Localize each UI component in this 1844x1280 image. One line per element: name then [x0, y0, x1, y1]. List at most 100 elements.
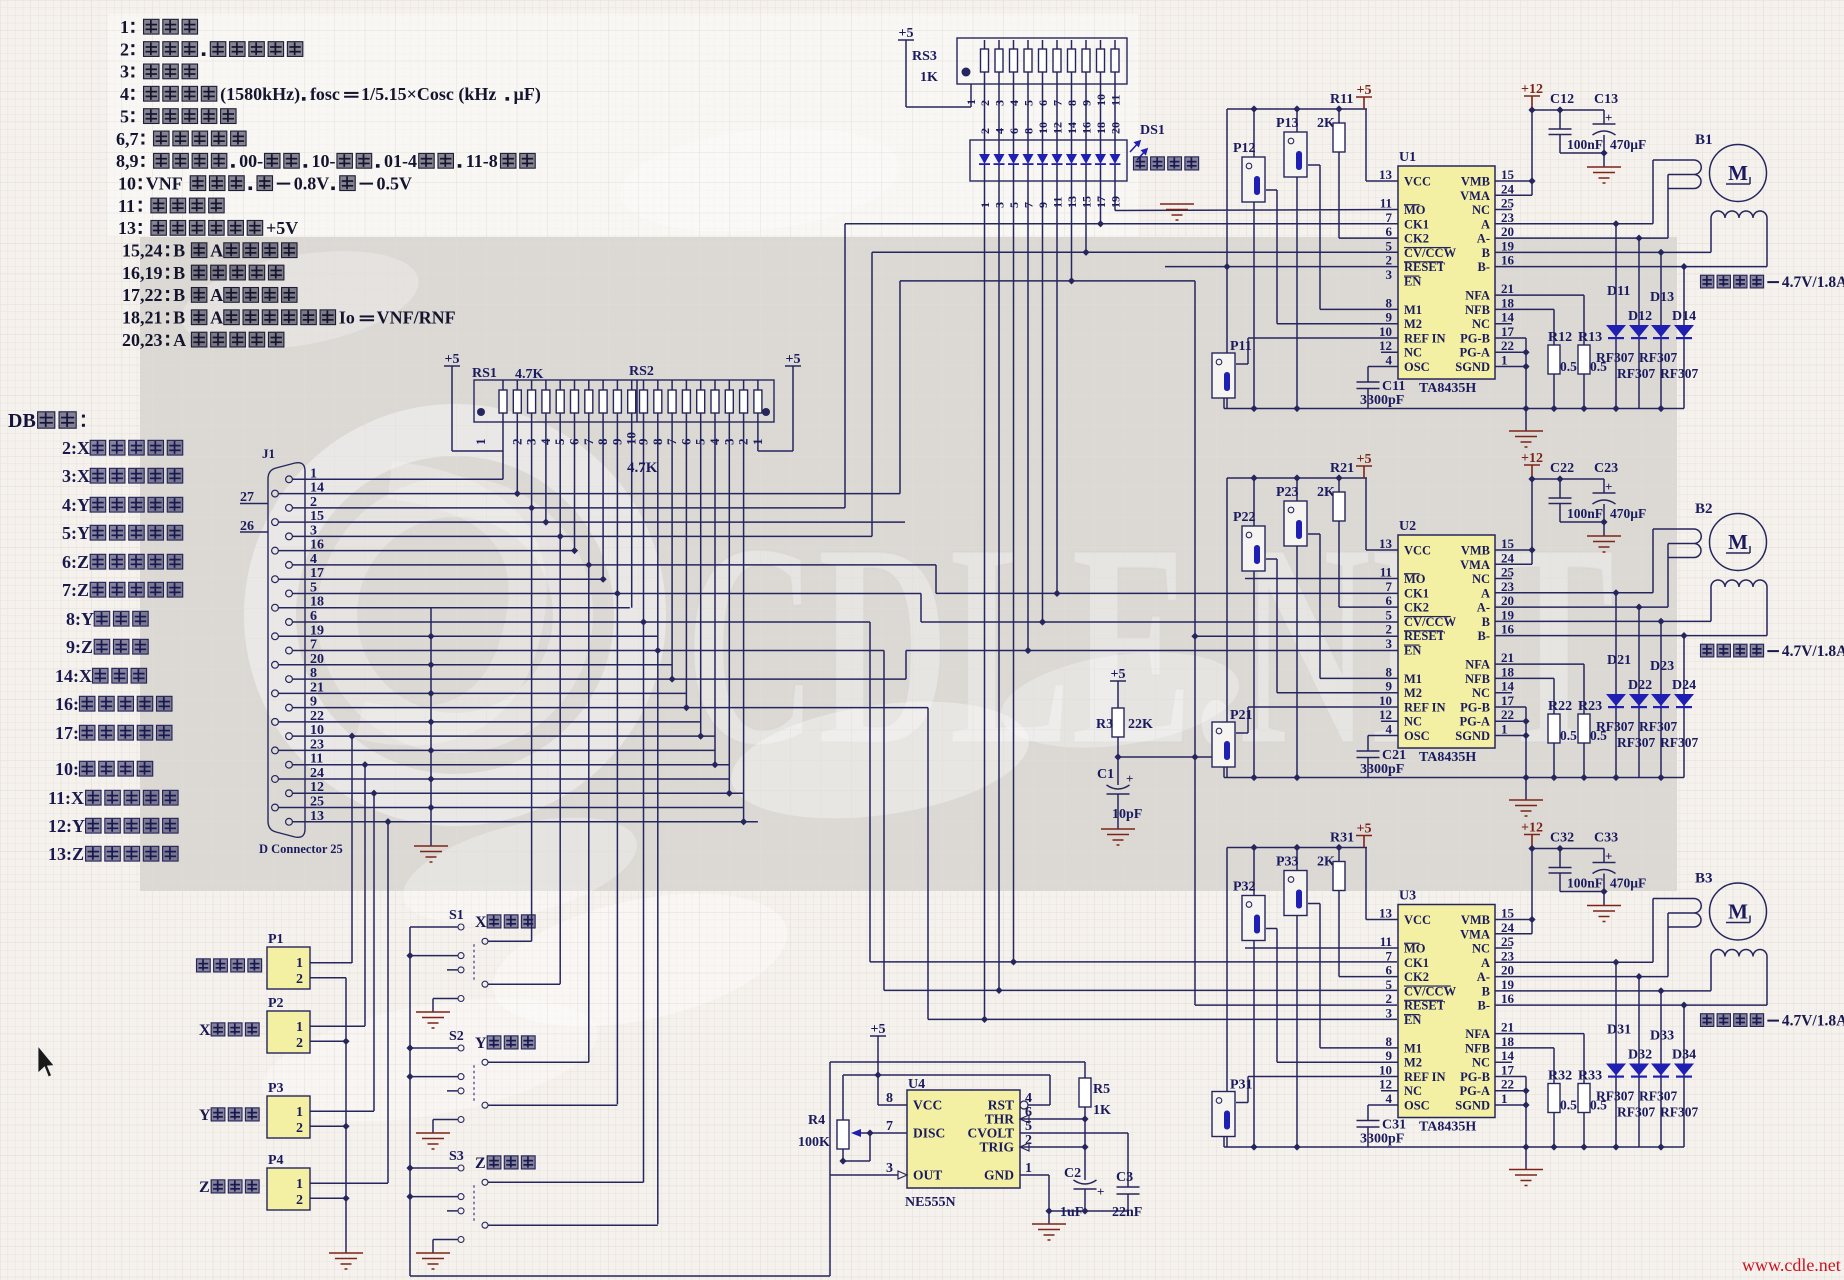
svg-text:2: 2 [1386, 991, 1393, 1006]
svg-text:4.7K: 4.7K [627, 460, 658, 476]
svg-text:10:: 10: [55, 759, 79, 779]
svg-text:2: 2 [1025, 1133, 1032, 1148]
svg-text:7: 7 [886, 1119, 893, 1134]
svg-text:13: 13 [1379, 167, 1393, 182]
svg-text:A-: A- [1477, 232, 1490, 246]
svg-text:12: 12 [310, 780, 324, 795]
svg-text:VMB: VMB [1461, 544, 1490, 558]
svg-text:+5: +5 [445, 352, 460, 367]
svg-text:01-4: 01-4 [384, 151, 417, 171]
svg-text:RESET: RESET [1404, 999, 1446, 1013]
svg-text:4: 4 [1386, 353, 1393, 368]
svg-text:5: 5 [552, 438, 567, 445]
svg-text:11: 11 [1380, 565, 1392, 580]
svg-text:M1: M1 [1404, 1041, 1422, 1055]
svg-text:+: + [1126, 771, 1133, 786]
svg-text:1: 1 [296, 1020, 303, 1035]
svg-text:D32: D32 [1628, 1048, 1652, 1063]
svg-text:U4: U4 [908, 1077, 925, 1092]
svg-text:1: 1 [750, 439, 765, 446]
svg-text:RST: RST [988, 1098, 1014, 1113]
svg-text:14:X: 14:X [55, 666, 92, 686]
svg-text:VMA: VMA [1460, 189, 1490, 203]
svg-text:10: 10 [1379, 1062, 1392, 1077]
svg-text:C22: C22 [1550, 461, 1574, 476]
svg-text:J1: J1 [262, 446, 275, 461]
svg-text:A: A [173, 330, 186, 350]
svg-text:PG-B: PG-B [1460, 700, 1490, 714]
svg-text:B-: B- [1478, 999, 1491, 1013]
svg-text:22: 22 [1501, 707, 1514, 722]
svg-text:+5: +5 [1357, 452, 1372, 467]
svg-text:3: 3 [120, 62, 129, 82]
svg-text:GND: GND [984, 1168, 1014, 1183]
svg-text:25: 25 [1501, 565, 1515, 580]
svg-text:9: 9 [609, 438, 624, 445]
svg-text:P31: P31 [1230, 1078, 1253, 1093]
svg-text:8: 8 [595, 438, 610, 445]
svg-text:1: 1 [120, 17, 129, 37]
svg-text:13: 13 [310, 809, 324, 824]
svg-text:CK2: CK2 [1404, 970, 1429, 984]
svg-text:9: 9 [1386, 310, 1393, 325]
svg-text:M: M [1728, 530, 1748, 554]
svg-text:18: 18 [310, 595, 324, 610]
svg-text:5: 5 [1007, 202, 1021, 208]
svg-text:C32: C32 [1550, 831, 1574, 846]
svg-text:7: 7 [581, 438, 596, 445]
svg-text:0.5: 0.5 [1560, 1098, 1577, 1113]
svg-text:Z: Z [199, 1179, 210, 1196]
svg-text:100nF: 100nF [1567, 876, 1603, 891]
svg-text:U2: U2 [1399, 519, 1416, 534]
svg-text:C2: C2 [1064, 1166, 1081, 1181]
svg-text:D14: D14 [1672, 309, 1696, 324]
svg-text:22nF: 22nF [1112, 1205, 1142, 1220]
svg-text:+5: +5 [1111, 667, 1126, 682]
svg-text:3: 3 [721, 438, 736, 445]
svg-text:MO: MO [1404, 942, 1426, 956]
svg-text:2K: 2K [1317, 485, 1335, 500]
svg-text:A: A [210, 285, 223, 305]
svg-text:3: 3 [993, 100, 1007, 106]
svg-text:20: 20 [1501, 963, 1514, 978]
svg-text:A-: A- [1477, 970, 1490, 984]
svg-text:OSC: OSC [1404, 729, 1430, 743]
svg-text:1: 1 [296, 1105, 303, 1120]
svg-text:4.7V/1.8A: 4.7V/1.8A [1782, 274, 1844, 291]
svg-text:EN: EN [1404, 643, 1421, 657]
svg-text:Z: Z [475, 1155, 486, 1172]
svg-text:+: + [1605, 849, 1612, 864]
svg-text:11-8: 11-8 [466, 151, 498, 171]
svg-text:NC: NC [1472, 317, 1490, 331]
svg-text:P33: P33 [1276, 855, 1299, 870]
svg-text:P2: P2 [268, 996, 284, 1011]
svg-text:18,21: 18,21 [122, 308, 163, 328]
svg-text:R32: R32 [1548, 1069, 1572, 1084]
svg-text:1: 1 [296, 1177, 303, 1192]
svg-text:4: 4 [993, 128, 1007, 134]
svg-text:22: 22 [310, 709, 324, 724]
svg-text:TA8435H: TA8435H [1419, 750, 1476, 765]
svg-text:15,24: 15,24 [122, 241, 163, 261]
svg-text:17:: 17: [55, 723, 79, 743]
svg-text:RF307: RF307 [1617, 735, 1655, 750]
svg-text:Y: Y [199, 1107, 211, 1124]
svg-text:PG-B: PG-B [1460, 331, 1490, 345]
svg-text:NFA: NFA [1465, 658, 1490, 672]
svg-text:U1: U1 [1399, 150, 1416, 165]
svg-text:+5: +5 [1357, 83, 1372, 98]
svg-text:2: 2 [509, 439, 524, 446]
svg-text:RS1: RS1 [472, 366, 497, 381]
svg-text:19: 19 [1501, 977, 1515, 992]
svg-text:PG-A: PG-A [1459, 346, 1490, 360]
svg-text:2: 2 [310, 495, 317, 510]
svg-text:9: 9 [1386, 1048, 1393, 1063]
svg-text:15: 15 [1501, 167, 1515, 182]
svg-text:OUT: OUT [913, 1168, 942, 1183]
svg-text:RESET: RESET [1404, 629, 1446, 643]
svg-text:1: 1 [964, 99, 978, 105]
svg-text:5: 5 [693, 438, 708, 445]
svg-text:7: 7 [310, 638, 317, 653]
svg-text:R23: R23 [1578, 699, 1602, 714]
svg-text:9: 9 [1386, 679, 1393, 694]
